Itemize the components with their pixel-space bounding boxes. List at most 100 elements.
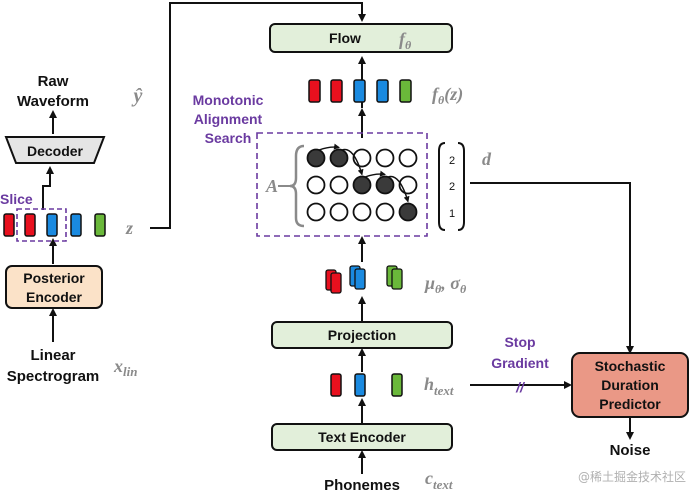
- mu-sub: θ: [435, 282, 442, 296]
- flow-label: Flow: [329, 30, 361, 46]
- x-lin-sub: lin: [123, 364, 137, 379]
- musigma-red-front: [330, 272, 342, 294]
- htext-cell-green: [391, 373, 403, 397]
- fz-z: (z): [444, 84, 463, 105]
- f-theta-in-flow: fθ: [399, 29, 412, 52]
- alignment-matrix: [306, 143, 418, 222]
- raw-waveform-label-2: Waveform: [17, 93, 89, 110]
- alignment-cell-empty: [352, 202, 372, 222]
- alignment-cell-empty: [329, 202, 349, 222]
- fz-vector: [308, 79, 412, 103]
- decoder-label: Decoder: [27, 143, 84, 159]
- fz-f: f: [432, 84, 440, 104]
- alignment-cell-filled: [398, 202, 418, 222]
- stochastic-duration-predictor-box[interactable]: [571, 352, 689, 418]
- text-encoder-label: Text Encoder: [318, 429, 406, 445]
- slice-to-decoder-arrow: [42, 166, 54, 210]
- f-theta-sub: θ: [405, 38, 412, 52]
- slice-label: Slice: [0, 191, 33, 207]
- alignment-cell-empty: [329, 175, 349, 195]
- fz-theta: θ: [438, 93, 445, 107]
- d-left-bracket: [438, 142, 446, 231]
- projection-label: Projection: [328, 327, 396, 343]
- alignment-cell-empty: [306, 202, 326, 222]
- alignment-path-arrow: [341, 148, 364, 176]
- alignment-cell-filled: [352, 175, 372, 195]
- h-text-vector: [330, 373, 403, 397]
- decoder-box[interactable]: [4, 136, 106, 164]
- x-lin-main: x: [113, 356, 123, 376]
- fz-cell-red-2: [330, 79, 343, 103]
- slice-dashed-box: [16, 208, 67, 242]
- alignment-cell-empty: [375, 148, 395, 168]
- a-left-brace: [289, 144, 305, 228]
- x-lin-symbol: xlin: [113, 356, 137, 379]
- z-vector: [3, 213, 106, 237]
- z-cell-red-2: [24, 213, 36, 237]
- h-text-symbol: htext: [424, 374, 454, 398]
- d-to-sdp-arrow: [470, 182, 634, 354]
- musigma-blue-front: [354, 268, 366, 290]
- duration-value-2: 2: [449, 181, 455, 193]
- h-main: h: [424, 374, 434, 394]
- c-main: c: [425, 468, 433, 488]
- alignment-path-arrow: [364, 170, 386, 178]
- mas-dashed-box: [256, 132, 428, 237]
- posterior-encoder-label-2: Encoder: [26, 289, 83, 305]
- h-sub: text: [434, 383, 454, 398]
- z-cell-green: [94, 213, 106, 237]
- fz-cell-green: [399, 79, 412, 103]
- sdp-label-1: Stochastic: [595, 358, 666, 374]
- posterior-encoder-box[interactable]: [5, 265, 103, 309]
- sdp-label-3: Predictor: [599, 396, 661, 412]
- fz-cell-blue-1: [353, 79, 366, 103]
- c-text-symbol: ctext: [425, 468, 453, 491]
- stop-gradient-label-2: Gradient: [491, 355, 549, 371]
- watermark: @稀土掘金技术社区: [578, 469, 686, 484]
- fz-cell-blue-2: [376, 79, 389, 103]
- z-symbol: z: [125, 218, 133, 238]
- alignment-cell-empty: [306, 175, 326, 195]
- duration-value-3: 1: [449, 208, 455, 220]
- alignment-path-arrow: [387, 175, 410, 203]
- y-hat-symbol: ŷ: [132, 85, 143, 107]
- alignment-cell-empty: [398, 148, 418, 168]
- flow-box[interactable]: [269, 23, 453, 53]
- mu-sigma-symbol: μθ, σθ: [424, 273, 467, 296]
- noise-label: Noise: [610, 442, 651, 459]
- alignment-cell-empty: [375, 202, 395, 222]
- linear-spectrogram-label-2: Spectrogram: [7, 368, 100, 385]
- d-right-bracket: [457, 142, 465, 231]
- a-symbol: A: [265, 176, 278, 196]
- htext-cell-blue: [354, 373, 366, 397]
- mas-label-1: Monotonic: [193, 92, 264, 108]
- alignment-path-arrow: [318, 143, 340, 151]
- stop-gradient-mark: //: [515, 379, 526, 395]
- mas-label-3: Search: [205, 130, 252, 146]
- connectors: [42, 2, 634, 474]
- fz-cell-red-1: [308, 79, 321, 103]
- sdp-label-2: Duration: [601, 377, 659, 393]
- d-symbol: d: [482, 149, 492, 169]
- alignment-cell-filled: [375, 175, 395, 195]
- projection-box[interactable]: [271, 321, 453, 349]
- c-sub: text: [433, 477, 453, 491]
- z-cell-blue-2: [70, 213, 82, 237]
- z-cell-red-1: [3, 213, 15, 237]
- mu-sigma-sep: , σ: [440, 273, 461, 293]
- z-to-flow-arrow: [150, 2, 366, 229]
- musigma-green-front: [391, 268, 403, 290]
- sigma-sub: θ: [460, 282, 467, 296]
- raw-waveform-label-1: Raw: [38, 73, 69, 90]
- mu-sigma-vector: [325, 265, 403, 294]
- alignment-cell-filled: [329, 148, 349, 168]
- stop-gradient-label-1: Stop: [504, 334, 535, 350]
- mu-main: μ: [424, 273, 435, 293]
- text-encoder-box[interactable]: [271, 423, 453, 451]
- htext-cell-red: [330, 373, 342, 397]
- mas-label-2: Alignment: [194, 111, 263, 127]
- posterior-encoder-label-1: Posterior: [23, 270, 85, 286]
- z-cell-blue-1: [46, 213, 58, 237]
- linear-spectrogram-label-1: Linear: [30, 347, 75, 364]
